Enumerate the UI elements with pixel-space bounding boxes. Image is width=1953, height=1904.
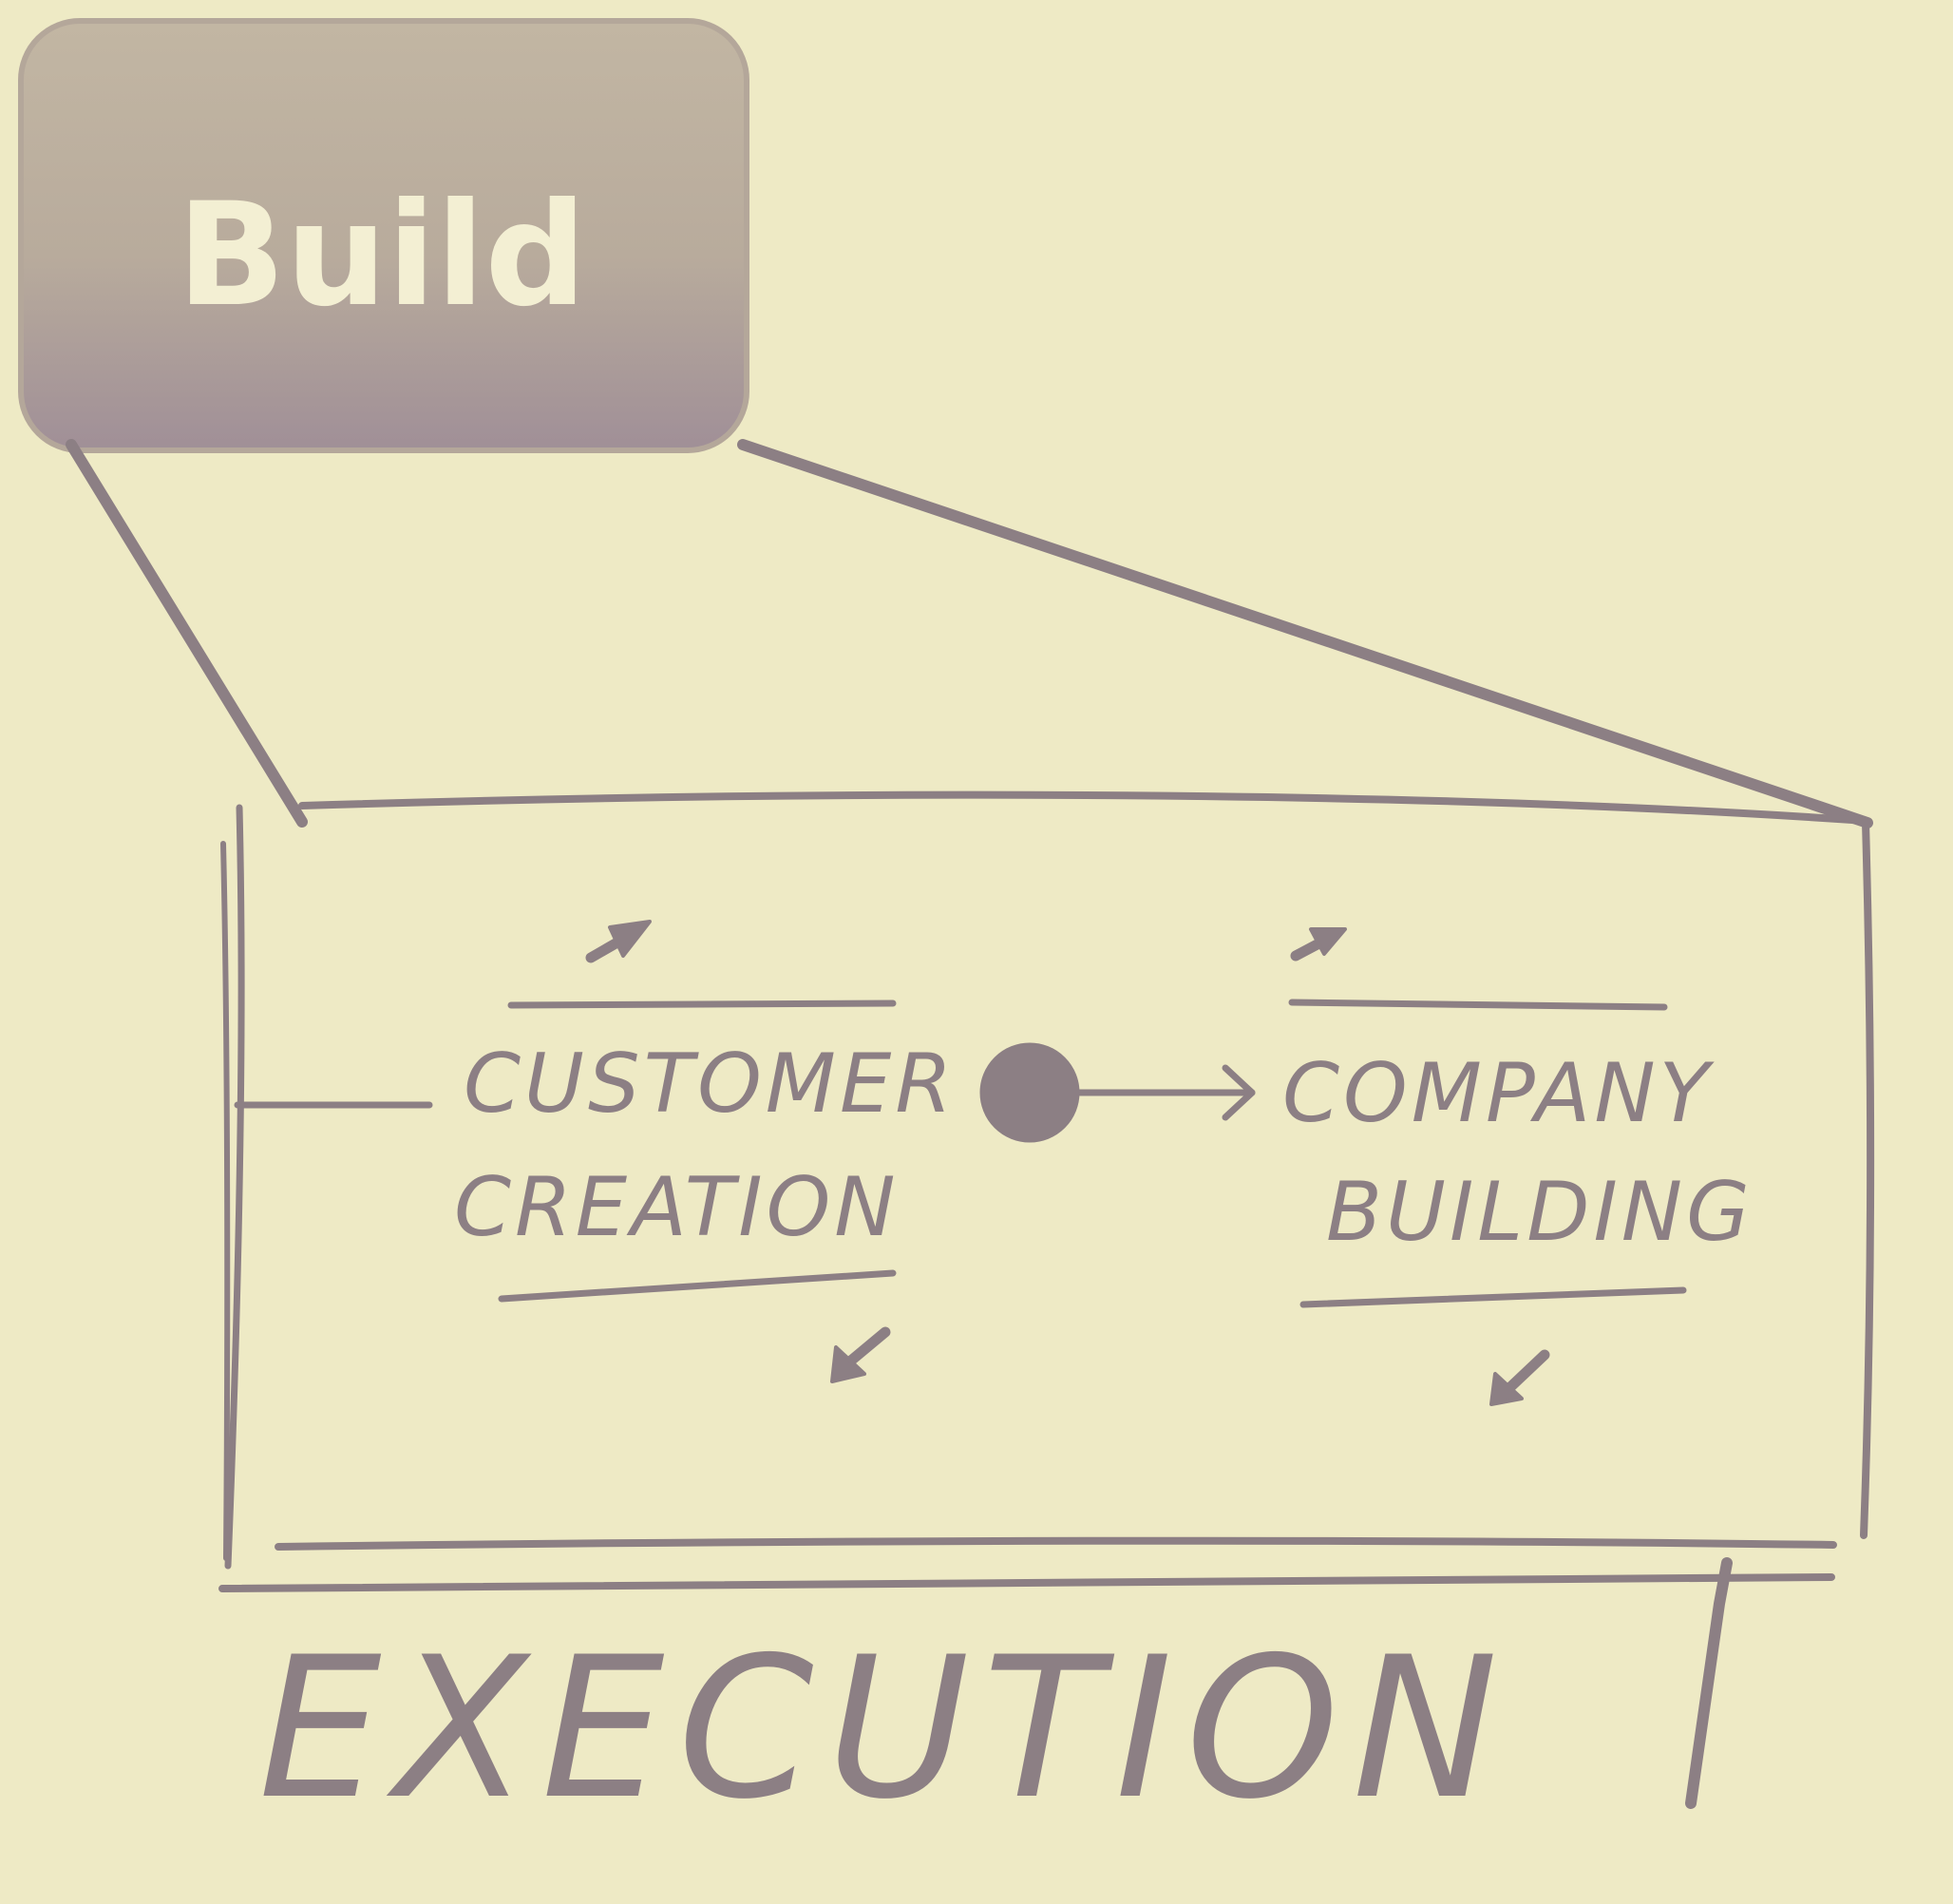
stage-connector	[979, 1042, 1256, 1143]
zoom-line-right	[737, 439, 1873, 828]
customer-arrow-out-icon	[830, 1326, 891, 1383]
stage-customer-creation: CUSTOMER CREATION	[454, 920, 956, 1383]
stage-company-building: COMPANY BUILDING	[1282, 927, 1754, 1406]
customer-arrow-in-icon	[585, 920, 652, 963]
caption-bracket	[1685, 1557, 1733, 1809]
execution-box	[218, 790, 1875, 1592]
company-building-line-1: COMPANY	[1282, 1046, 1716, 1141]
connector-node	[979, 1042, 1080, 1143]
company-building-line-2: BUILDING	[1326, 1165, 1754, 1260]
build-button-label: Build	[177, 173, 586, 338]
zoom-line-left	[66, 439, 308, 828]
company-arrow-in-icon	[1290, 927, 1347, 962]
execution-caption: EXECUTION	[258, 1616, 1511, 1842]
build-button[interactable]: Build	[18, 18, 749, 453]
customer-creation-line-1: CUSTOMER	[464, 1037, 956, 1132]
connector-arrowhead-icon	[1222, 1064, 1256, 1121]
customer-creation-line-2: CREATION	[454, 1160, 900, 1255]
company-arrow-out-icon	[1489, 1349, 1550, 1406]
